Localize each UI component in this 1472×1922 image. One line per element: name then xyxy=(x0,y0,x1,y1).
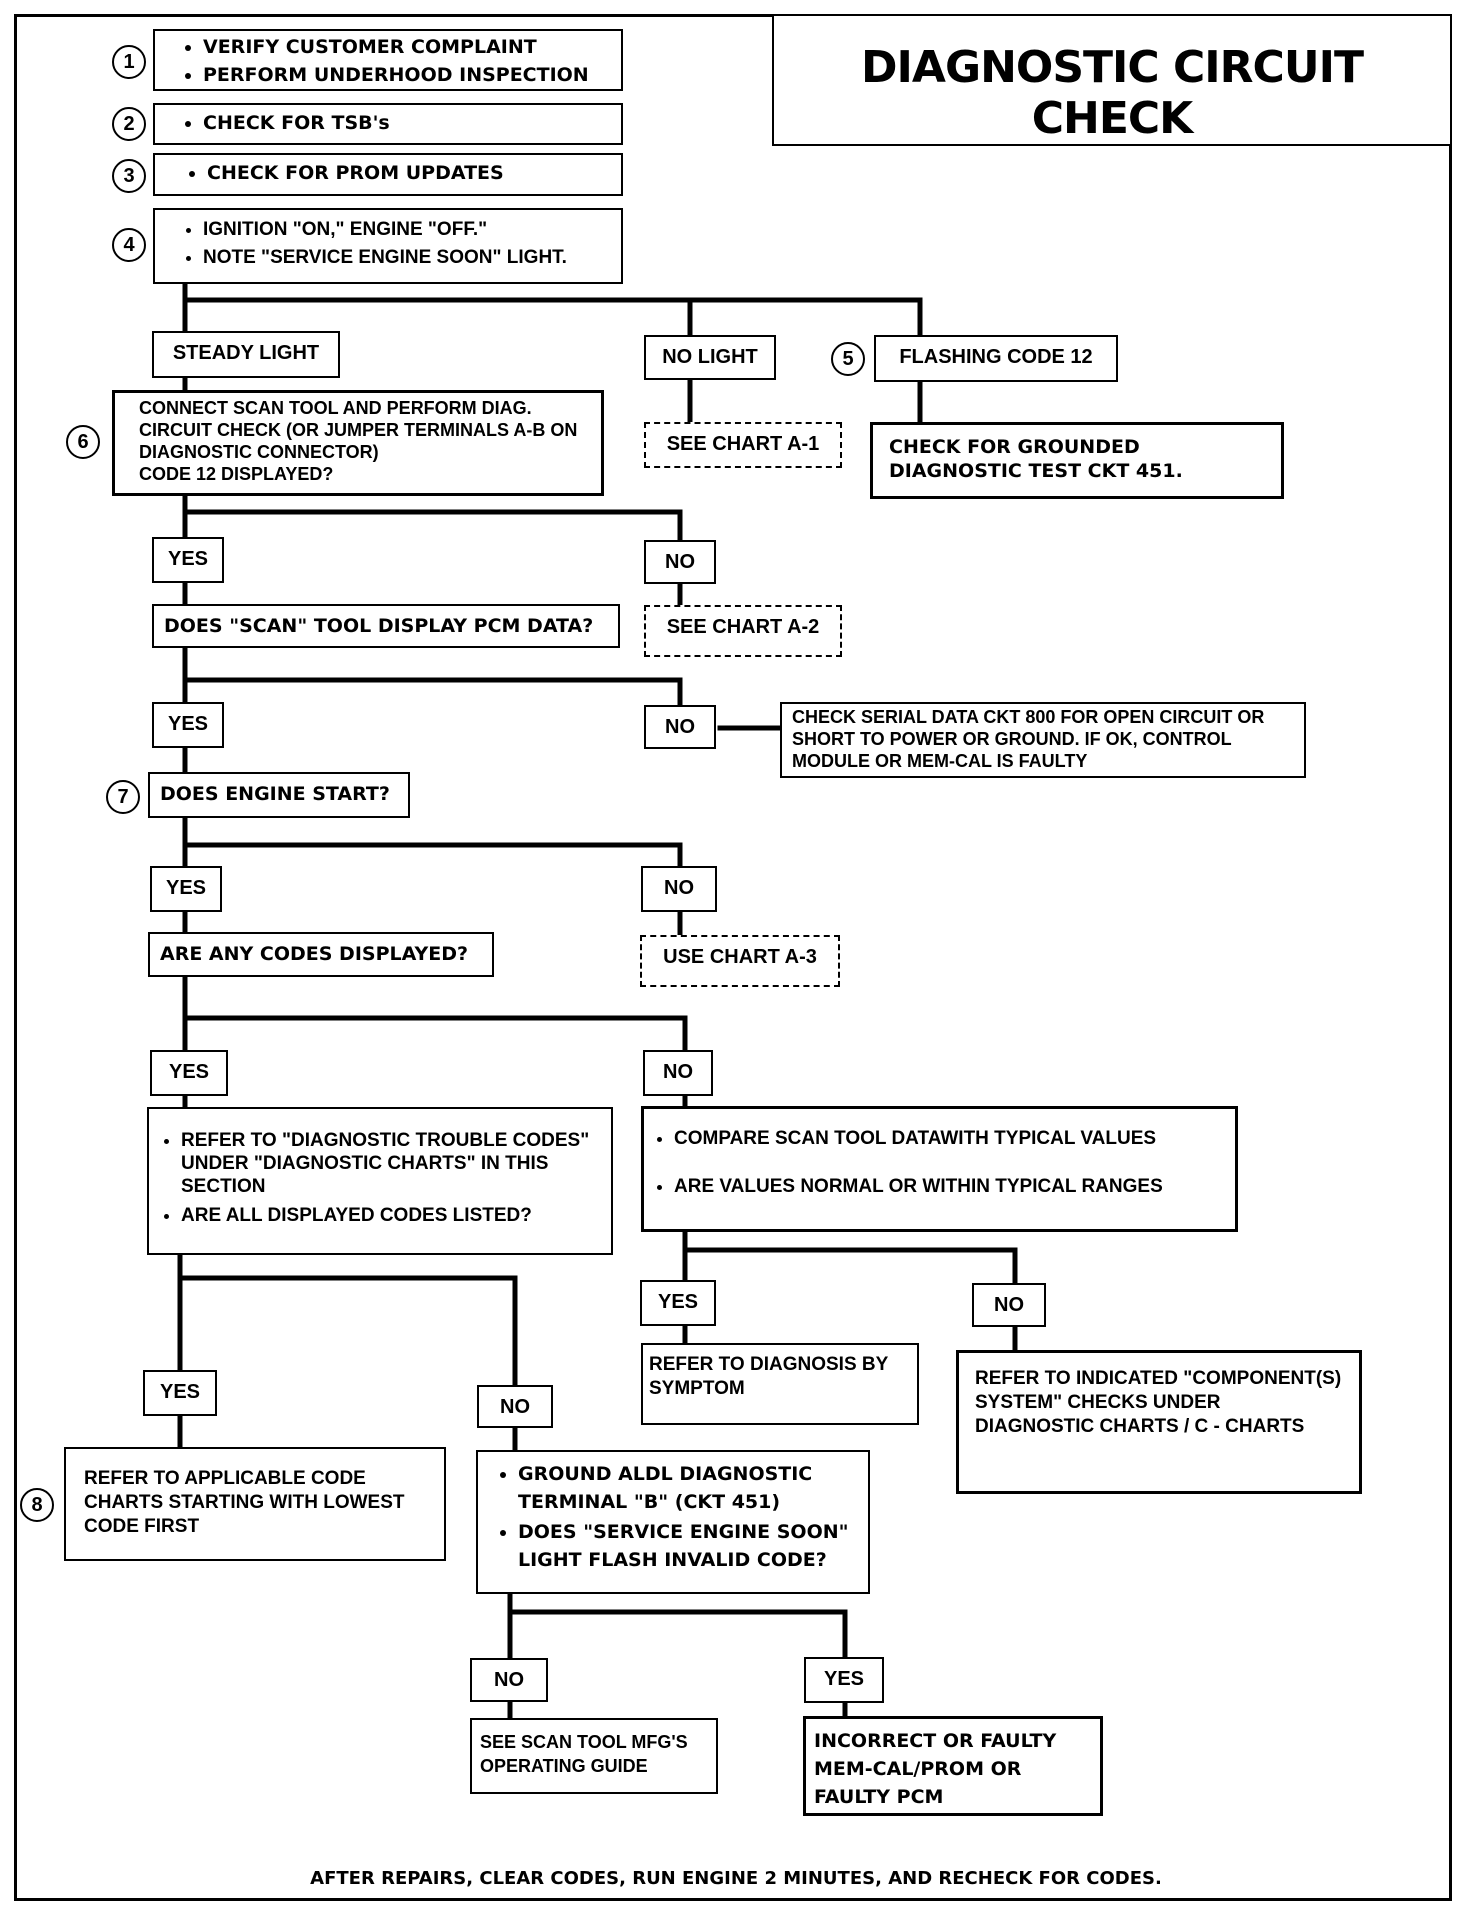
refer-dtc-item: REFER TO "DIAGNOSTIC TROUBLE CODES" UNDE… xyxy=(181,1129,601,1198)
no-label: NO xyxy=(643,1050,713,1096)
engine-start-question-box: DOES ENGINE START? xyxy=(148,772,410,818)
connector-step6-branch xyxy=(182,493,683,543)
refer-code-charts-box: REFER TO APPLICABLE CODE CHARTS STARTING… xyxy=(64,1447,446,1561)
step2-box: CHECK FOR TSB's xyxy=(153,103,623,145)
no-label: NO xyxy=(470,1658,548,1702)
step4-box: IGNITION "ON," ENGINE "OFF." NOTE "SERVI… xyxy=(153,208,623,284)
refer-dtc-item: ARE ALL DISPLAYED CODES LISTED? xyxy=(181,1204,601,1227)
step-number-3: 3 xyxy=(112,159,146,193)
faulty-pcm-box: INCORRECT OR FAULTY MEM-CAL/PROM OR FAUL… xyxy=(803,1716,1103,1816)
title-box: DIAGNOSTIC CIRCUIT CHECK xyxy=(772,14,1452,146)
refer-dtc-box: REFER TO "DIAGNOSTIC TROUBLE CODES" UNDE… xyxy=(147,1107,613,1255)
connector-engine-branch xyxy=(182,815,683,871)
scan-mfg-guide-box: SEE SCAN TOOL MFG'S OPERATING GUIDE xyxy=(470,1718,718,1794)
compare-scan-item: ARE VALUES NORMAL OR WITHIN TYPICAL RANG… xyxy=(674,1175,1223,1199)
step4-item: IGNITION "ON," ENGINE "OFF." xyxy=(203,218,609,242)
no-label: NO xyxy=(644,705,716,749)
use-chart-a3-box: USE CHART A-3 xyxy=(640,935,840,987)
no-label: NO xyxy=(972,1283,1046,1327)
ground-aldl-box: GROUND ALDL DIAGNOSTIC TERMINAL "B" (CKT… xyxy=(476,1450,870,1594)
see-chart-a2-box: SEE CHART A-2 xyxy=(644,605,842,657)
step4-item: NOTE "SERVICE ENGINE SOON" LIGHT. xyxy=(203,246,609,270)
ground-aldl-item: GROUND ALDL DIAGNOSTIC TERMINAL "B" (CKT… xyxy=(518,1460,854,1516)
see-chart-a1-box: SEE CHART A-1 xyxy=(644,422,842,468)
step-number-8: 8 xyxy=(20,1488,54,1522)
ground-aldl-item: DOES "SERVICE ENGINE SOON" LIGHT FLASH I… xyxy=(518,1518,854,1574)
step-number-2: 2 xyxy=(112,107,146,141)
yes-label: YES xyxy=(152,702,224,748)
step-number-6: 6 xyxy=(66,425,100,459)
grounded-diagnostic-box: CHECK FOR GROUNDED DIAGNOSTIC TEST CKT 4… xyxy=(870,422,1284,499)
codes-displayed-question-box: ARE ANY CODES DISPLAYED? xyxy=(148,932,494,977)
scan-display-question-box: DOES "SCAN" TOOL DISPLAY PCM DATA? xyxy=(152,604,620,648)
connect-scan-item: CONNECT SCAN TOOL AND PERFORM DIAG. CIRC… xyxy=(139,398,578,462)
step-number-7: 7 xyxy=(106,780,140,814)
page-border xyxy=(14,14,1452,1901)
connect-scan-item: CODE 12 DISPLAYED? xyxy=(139,464,334,484)
yes-label: YES xyxy=(143,1370,217,1416)
no-label: NO xyxy=(644,540,716,584)
no-label: NO xyxy=(477,1385,553,1428)
yes-label: YES xyxy=(150,1050,228,1096)
refer-symptom-box: REFER TO DIAGNOSIS BY SYMPTOM xyxy=(641,1343,919,1425)
page-title: DIAGNOSTIC CIRCUIT CHECK xyxy=(861,42,1364,144)
connector-scan-branch xyxy=(182,645,683,708)
yes-label: YES xyxy=(152,537,224,583)
yes-label: YES xyxy=(150,866,222,912)
compare-scan-item: COMPARE SCAN TOOL DATAWITH TYPICAL VALUE… xyxy=(674,1127,1223,1151)
step-number-1: 1 xyxy=(112,45,146,79)
yes-label: YES xyxy=(640,1280,716,1326)
steady-light-box: STEADY LIGHT xyxy=(152,331,340,378)
connect-scan-tool-box: CONNECT SCAN TOOL AND PERFORM DIAG. CIRC… xyxy=(112,390,604,496)
step-number-5: 5 xyxy=(831,342,865,376)
connector-ground-branch xyxy=(507,1591,848,1660)
step2-item: CHECK FOR TSB's xyxy=(203,111,609,135)
connector-dtc-branch xyxy=(177,1252,518,1388)
footer-note: AFTER REPAIRS, CLEAR CODES, RUN ENGINE 2… xyxy=(310,1868,1162,1889)
connector-compare-branch xyxy=(682,1229,1018,1286)
step3-box: CHECK FOR PROM UPDATES xyxy=(153,153,623,196)
flashing-code-12-box: FLASHING CODE 12 xyxy=(874,335,1118,382)
step-number-4: 4 xyxy=(112,228,146,262)
step1-item: PERFORM UNDERHOOD INSPECTION xyxy=(203,63,609,87)
compare-scan-box: COMPARE SCAN TOOL DATAWITH TYPICAL VALUE… xyxy=(641,1106,1238,1232)
no-label: NO xyxy=(641,866,717,912)
serial-data-check-box: CHECK SERIAL DATA CKT 800 FOR OPEN CIRCU… xyxy=(780,702,1306,778)
refer-component-box: REFER TO INDICATED "COMPONENT(S) SYSTEM"… xyxy=(956,1350,1362,1494)
step1-item: VERIFY CUSTOMER COMPLAINT xyxy=(203,35,609,59)
no-light-box: NO LIGHT xyxy=(644,335,776,380)
connector-codes-branch xyxy=(182,974,688,1053)
step3-item: CHECK FOR PROM UPDATES xyxy=(207,161,609,185)
step1-box: VERIFY CUSTOMER COMPLAINT PERFORM UNDERH… xyxy=(153,29,623,91)
yes-label: YES xyxy=(804,1657,884,1703)
